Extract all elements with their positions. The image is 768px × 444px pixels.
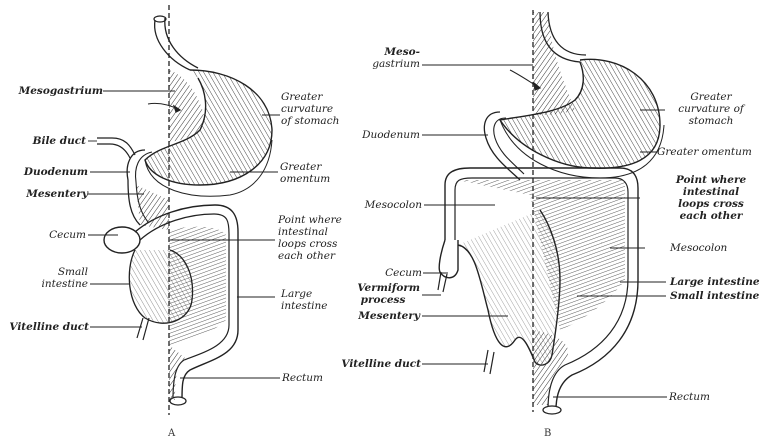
label-b-greater-curvature-line1: Greater xyxy=(690,91,732,103)
label-a-point-where-line4: each other xyxy=(278,250,335,262)
panel-a-leader-lines xyxy=(88,90,280,379)
label-a-greater-curvature-line3: of stomach xyxy=(281,115,340,127)
label-a-rectum: Rectum xyxy=(282,372,323,384)
label-b-large-intestine: Large intestine xyxy=(670,276,760,288)
label-a-mesogastrium: Mesogastrium xyxy=(18,85,103,97)
label-b-greater-curvature-line3: stomach xyxy=(688,115,734,127)
label-a-greater-omentum-line2: omentum xyxy=(280,173,331,185)
label-b-small-intestine: Small intestine xyxy=(670,290,760,302)
label-b-point-where-line4: each other xyxy=(679,210,743,222)
label-b-point-where-line1: Point where xyxy=(675,174,747,186)
label-a-point-where-line1: Point where xyxy=(278,214,342,226)
panel-b-leader-lines xyxy=(422,64,667,398)
label-b-vitelline-duct: Vitelline duct xyxy=(341,358,421,370)
label-a-bile-duct: Bile duct xyxy=(32,135,86,147)
label-a-duodenum: Duodenum xyxy=(23,166,88,178)
label-a-greater-curvature-line1: Greater xyxy=(281,91,323,103)
label-a-point-where-line2: intestinal xyxy=(278,226,328,238)
label-a-large-intestine-line1: Large xyxy=(281,288,313,300)
label-a-greater-curvature-line2: curvature xyxy=(281,103,334,115)
label-a-small-intestine-line1: Small xyxy=(57,266,88,278)
label-a-point-where-line3: loops cross xyxy=(278,238,338,250)
panel-b-drawing xyxy=(437,10,665,415)
panel-a-drawing xyxy=(97,5,273,415)
label-b-greater-curvature-line2: curvature of xyxy=(678,103,744,115)
label-a-small-intestine-line2: intestine xyxy=(41,278,89,290)
label-a-greater-omentum-line1: Greater xyxy=(280,161,322,173)
label-b-mesocolon-right: Mesocolon xyxy=(670,242,728,254)
label-b-vermiform-line1: Vermiform xyxy=(357,282,420,294)
panel-b-caption: B xyxy=(544,428,552,439)
label-b-mesocolon-left: Mesocolon xyxy=(364,199,422,211)
label-b-greater-omentum: Greater omentum xyxy=(657,146,752,158)
label-b-point-where-line3: loops cross xyxy=(678,198,744,210)
label-a-large-intestine-line2: intestine xyxy=(281,300,328,312)
label-b-duodenum: Duodenum xyxy=(362,129,420,141)
label-a-cecum: Cecum xyxy=(49,229,86,241)
label-b-mesentery: Mesentery xyxy=(358,310,420,322)
label-a-vitelline-duct: Vitelline duct xyxy=(9,321,89,333)
label-b-point-where-line2: intestinal xyxy=(682,186,740,198)
label-a-mesentery: Mesentery xyxy=(26,188,88,200)
label-b-mesogastrium-line1: Meso- xyxy=(384,46,420,58)
label-b-rectum: Rectum xyxy=(669,391,710,403)
panel-a-caption: A xyxy=(168,428,176,439)
label-b-cecum: Cecum xyxy=(385,267,422,279)
label-b-mesogastrium-line2: gastrium xyxy=(372,58,420,70)
label-b-vermiform-line2: process xyxy=(360,294,406,306)
